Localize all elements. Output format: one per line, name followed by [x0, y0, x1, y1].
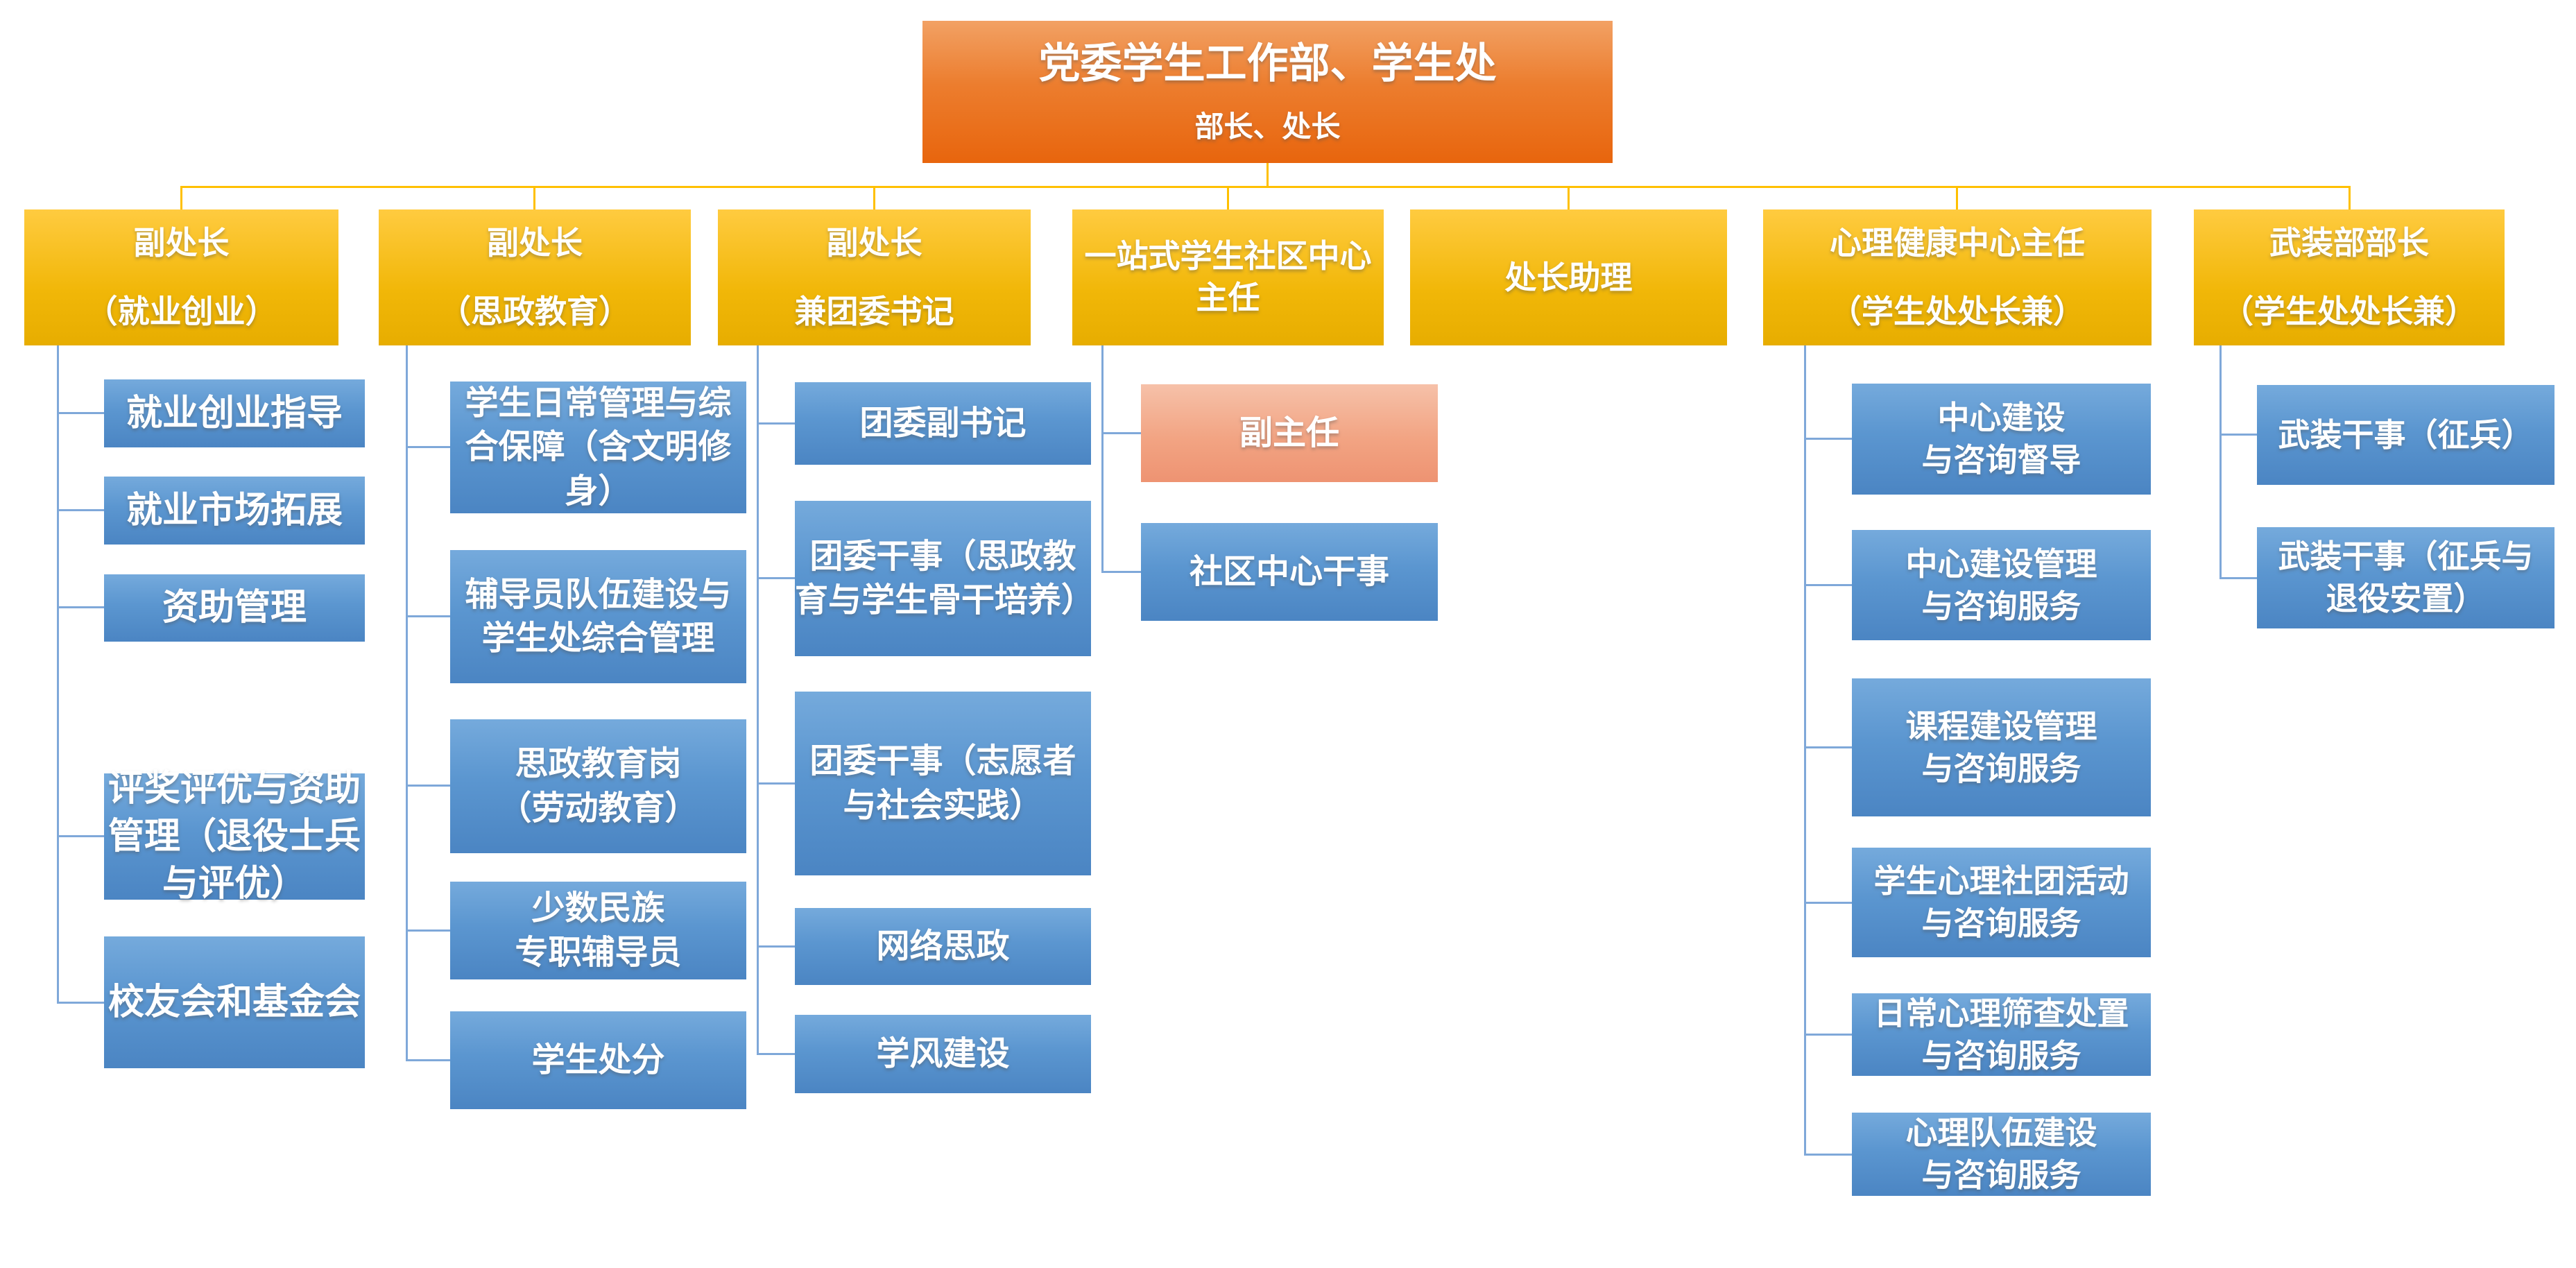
connector-branch4-spine: [1101, 345, 1104, 573]
connector-branch7-spine: [2219, 345, 2222, 579]
branch-head-deputy-employment: 副处长 （就业创业）: [24, 209, 338, 345]
connector-branch3-tick4: [757, 945, 795, 948]
branch-head-deputy-league-secretary: 副处长 兼团委书记: [718, 209, 1031, 345]
role-course-management-service: 课程建设管理 与咨询服务: [1852, 678, 2151, 816]
branch-head-armed-forces-minister: 武装部部长 （学生处处长兼）: [2194, 209, 2505, 345]
connector-branch2-tick4: [406, 929, 450, 932]
connector-branch6-spine: [1804, 345, 1806, 1156]
connector-branch6-tick2: [1804, 584, 1852, 586]
connector-branch4-tick1: [1101, 432, 1141, 434]
connector-branch6-tick5: [1804, 1034, 1852, 1036]
connector-branch6-tick1: [1804, 438, 1852, 440]
connector-stub-branch7: [2349, 186, 2351, 211]
role-job-market-expansion: 就业市场拓展: [104, 477, 365, 545]
connector-branch1-spine: [57, 345, 59, 1004]
role-armed-officer-conscription: 武装干事（征兵）: [2257, 385, 2554, 485]
connector-branch1-tick5: [57, 1002, 104, 1004]
connector-branch1-tick3: [57, 606, 104, 608]
role-psych-club-activity: 学生心理社团活动 与咨询服务: [1852, 848, 2151, 957]
connector-branch6-tick4: [1804, 902, 1852, 904]
role-counselor-team-building: 辅导员队伍建设与 学生处综合管理: [450, 550, 746, 683]
connector-stub-branch1: [180, 186, 182, 211]
root-subtitle: 部长、处长: [1194, 110, 1341, 144]
role-awards-funding-management: 评奖评优与资助 管理（退役士兵 与评优）: [104, 769, 365, 904]
connector-stub-branch2: [533, 186, 535, 211]
role-community-center-officer: 社区中心干事: [1141, 523, 1438, 621]
connector-stub-branch6: [1956, 186, 1958, 211]
branch-head-mental-health-director: 心理健康中心主任 （学生处处长兼）: [1763, 209, 2152, 345]
connector-branch7-tick1: [2219, 434, 2257, 436]
connector-branch3-tick5: [757, 1053, 795, 1055]
connector-top-rail: [181, 186, 2351, 188]
connector-branch3-tick3: [757, 782, 795, 785]
connector-branch1-tick4: [57, 835, 104, 837]
connector-branch3-tick2: [757, 577, 795, 579]
connector-branch4-tick2: [1101, 571, 1141, 573]
role-alumni-foundation: 校友会和基金会: [104, 936, 365, 1068]
connector-stub-branch5: [1568, 186, 1570, 211]
org-root-box: 党委学生工作部、学生处 部长、处长: [922, 21, 1613, 163]
role-study-style-building: 学风建设: [795, 1015, 1091, 1093]
connector-branch1-tick1: [57, 412, 104, 414]
connector-branch6-tick3: [1804, 746, 1852, 748]
branch-head-director-assistant: 处长助理: [1410, 209, 1727, 345]
connector-branch3-tick1: [757, 422, 795, 425]
role-center-management-service: 中心建设管理 与咨询服务: [1852, 530, 2151, 640]
role-student-discipline: 学生处分: [450, 1011, 746, 1109]
connector-branch1-tick2: [57, 509, 104, 511]
role-daily-management-support: 学生日常管理与综 合保障（含文明修 身）: [450, 382, 746, 513]
root-title: 党委学生工作部、学生处: [1038, 40, 1497, 87]
role-psych-team-building: 心理队伍建设 与咨询服务: [1852, 1113, 2151, 1196]
branch-head-community-center-director: 一站式学生社区中心 主任: [1072, 209, 1384, 345]
role-daily-psych-screening: 日常心理筛查处置 与咨询服务: [1852, 993, 2151, 1076]
role-league-officer-ideology: 团委干事（思政教 育与学生骨干培养）: [795, 501, 1094, 656]
connector-stub-branch4: [1227, 186, 1229, 211]
role-armed-officer-resettlement: 武装干事（征兵与 退役安置）: [2257, 527, 2554, 628]
connector-branch2-tick5: [406, 1059, 450, 1061]
role-community-deputy-director: 副主任: [1141, 384, 1438, 482]
connector-branch2-tick3: [406, 785, 450, 787]
role-employment-guidance: 就业创业指导: [104, 379, 365, 447]
connector-root-stub: [1266, 163, 1269, 188]
connector-branch2-tick2: [406, 615, 450, 617]
role-center-construction-supervision: 中心建设 与咨询督导: [1852, 384, 2151, 495]
branch-head-deputy-ideology: 副处长 （思政教育）: [379, 209, 691, 345]
connector-branch7-tick2: [2219, 577, 2257, 579]
role-funding-management: 资助管理: [104, 574, 365, 642]
role-league-deputy-secretary: 团委副书记: [795, 382, 1091, 465]
connector-branch3-spine: [757, 345, 759, 1055]
role-online-ideology: 网络思政: [795, 908, 1091, 985]
connector-stub-branch3: [873, 186, 875, 211]
role-ideology-education-post: 思政教育岗 （劳动教育）: [450, 719, 746, 853]
role-league-officer-volunteer: 团委干事（志愿者 与社会实践）: [795, 692, 1091, 875]
connector-branch2-tick1: [406, 446, 450, 448]
connector-branch2-spine: [406, 345, 408, 1061]
role-minority-counselor: 少数民族 专职辅导员: [450, 882, 746, 979]
connector-branch6-tick6: [1804, 1154, 1852, 1156]
